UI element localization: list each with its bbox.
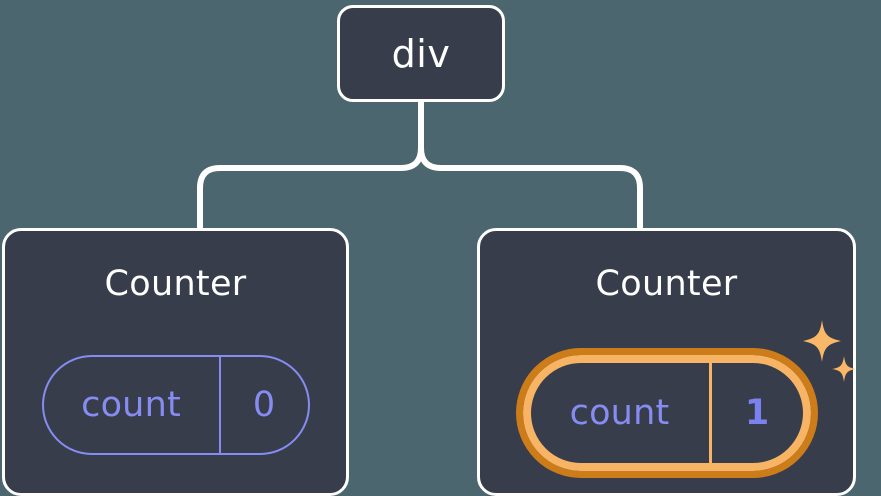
- node-counter-left-label: Counter: [104, 264, 247, 304]
- state-value-left: 0: [218, 357, 308, 453]
- state-pill-wrap-right: count 1: [480, 348, 853, 478]
- state-key-right: count: [569, 393, 670, 433]
- connector-left-branch: [197, 99, 424, 231]
- connector-right-branch: [418, 99, 643, 231]
- state-pill-left[interactable]: count 0: [41, 355, 310, 455]
- node-counter-left[interactable]: Counter count 0: [2, 228, 349, 496]
- state-pill-right-highlighted[interactable]: count 1: [515, 348, 818, 478]
- state-value-right: 1: [708, 363, 803, 463]
- state-pill-wrap-left: count 0: [5, 355, 346, 455]
- node-div-label: div: [391, 31, 451, 76]
- state-key-left: count: [81, 385, 181, 425]
- node-div[interactable]: div: [337, 5, 505, 102]
- node-counter-right-label: Counter: [595, 264, 738, 304]
- node-counter-right[interactable]: Counter count 1: [477, 228, 856, 496]
